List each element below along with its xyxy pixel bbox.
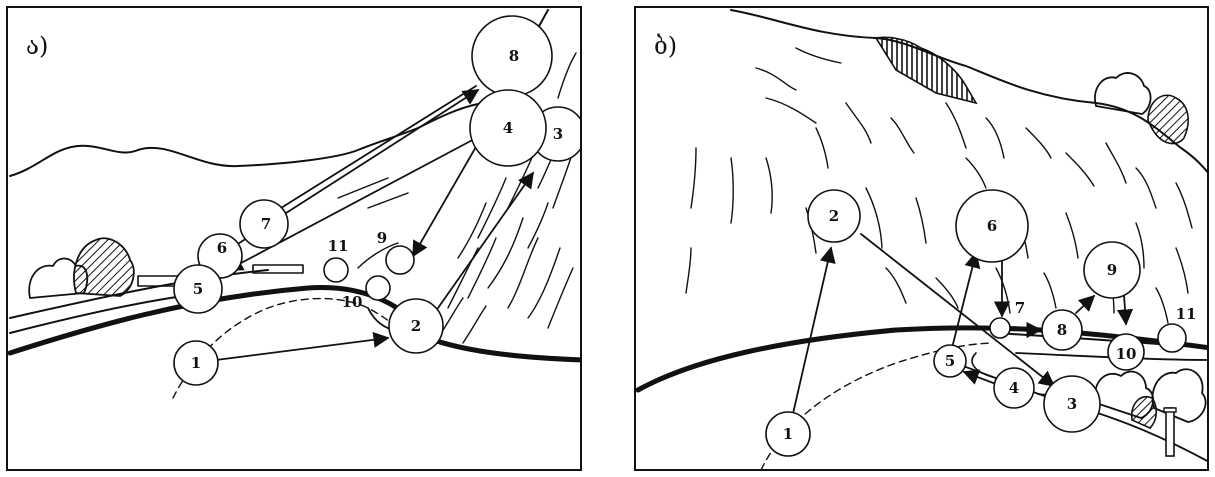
trajectory-arrows	[791, 233, 1134, 419]
node-b-2: 2	[807, 189, 861, 243]
svg-text:11: 11	[328, 237, 349, 255]
node-a-7: 7	[239, 199, 289, 249]
node-b-9: 9	[1083, 241, 1141, 299]
svg-text:8: 8	[1057, 321, 1067, 339]
node-b-7: 7	[989, 299, 1025, 339]
node-a-9: 9	[377, 229, 415, 275]
hatched-rock-top	[874, 36, 978, 105]
svg-text:4: 4	[503, 119, 513, 137]
svg-text:6: 6	[217, 239, 227, 257]
panel-a: ა)	[6, 6, 582, 471]
panel-b-illustration: 2 6 9 7 8 10 11 5 4 3 1	[636, 9, 1207, 469]
road-edge	[8, 285, 580, 363]
node-a-1: 1	[173, 340, 219, 386]
bush-top	[1094, 72, 1152, 115]
node-b-4: 4	[993, 367, 1035, 409]
svg-text:4: 4	[1009, 379, 1019, 397]
node-a-5: 5	[173, 264, 223, 314]
node-b-10: 10	[1107, 333, 1145, 371]
svg-text:6: 6	[987, 217, 997, 235]
node-b-6: 6	[955, 189, 1029, 263]
panel-a-illustration: 8 3 4 7 6 5 11 9 10 2 1	[8, 9, 580, 399]
svg-text:5: 5	[193, 280, 203, 298]
svg-text:5: 5	[945, 352, 955, 370]
panel-a-label: ა)	[26, 32, 49, 60]
svg-text:10: 10	[342, 293, 363, 311]
node-a-2: 2	[388, 298, 444, 354]
svg-text:2: 2	[411, 317, 421, 335]
svg-text:10: 10	[1116, 345, 1137, 363]
svg-text:7: 7	[1015, 299, 1025, 317]
ridge-line	[730, 9, 1207, 173]
node-a-11: 11	[323, 237, 349, 283]
svg-text:11: 11	[1176, 305, 1197, 323]
node-b-5: 5	[933, 344, 967, 378]
node-b-11: 11	[1157, 305, 1197, 353]
svg-text:1: 1	[783, 425, 793, 443]
node-b-1: 1	[765, 411, 811, 457]
svg-text:9: 9	[377, 229, 387, 247]
cliff-texture	[685, 47, 1193, 324]
panel-b-label: ბ)	[654, 32, 678, 60]
panel-b: ბ)	[634, 6, 1209, 471]
svg-text:1: 1	[191, 354, 201, 372]
node-a-8: 8	[471, 15, 553, 97]
mountain-ridge	[9, 9, 549, 177]
svg-text:8: 8	[509, 47, 519, 65]
svg-text:9: 9	[1107, 261, 1117, 279]
svg-text:3: 3	[553, 125, 563, 143]
hatched-boulder	[1147, 94, 1189, 145]
node-b-3: 3	[1043, 375, 1101, 433]
svg-text:2: 2	[829, 207, 839, 225]
svg-text:3: 3	[1067, 395, 1077, 413]
hatched-rock	[73, 237, 135, 297]
node-b-8: 8	[1041, 309, 1083, 351]
svg-text:7: 7	[261, 215, 271, 233]
node-a-4: 4	[469, 89, 547, 167]
node-a-10: 10	[342, 275, 391, 311]
road-edge	[636, 325, 1207, 393]
